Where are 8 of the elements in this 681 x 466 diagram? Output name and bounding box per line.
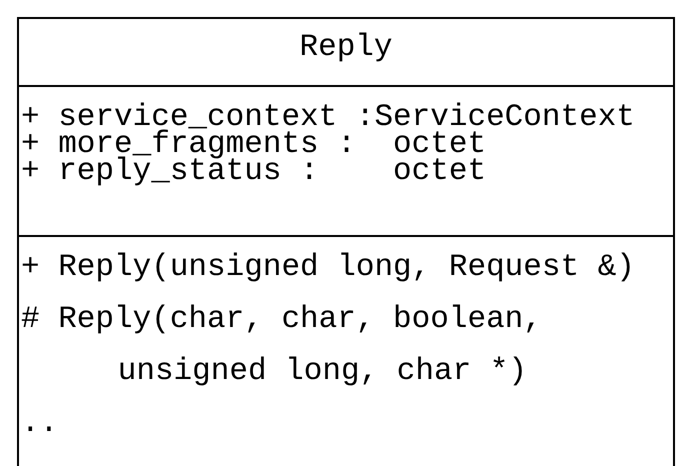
- class-name: Reply: [299, 29, 392, 67]
- operation-text: # Reply(char, char, boolean, unsigned long, char *): [21, 301, 543, 391]
- operation-text: + Reply(unsigned long, Request &): [21, 249, 635, 287]
- attribute-text: + service_context :ServiceContext: [21, 104, 635, 131]
- attribute-text: + more_fragments : octet: [21, 131, 486, 158]
- attribute-text: + reply_status : octet: [21, 158, 486, 185]
- class-box: [17, 17, 675, 466]
- ellipsis-text: ..: [21, 405, 58, 443]
